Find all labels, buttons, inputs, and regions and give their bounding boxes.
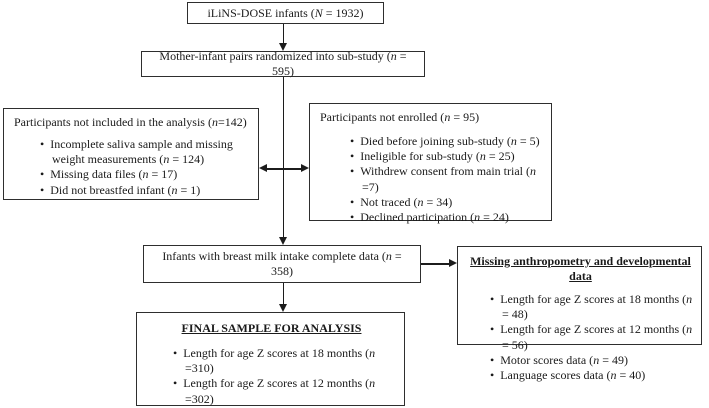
connector-exclusions — [265, 168, 304, 170]
list-item: Incomplete saliva sample and missing wei… — [40, 137, 250, 167]
connector-complete-to-final — [282, 283, 284, 305]
list-item: Language scores data (n = 40) — [490, 368, 693, 383]
box-complete-data-text: Infants with breast milk intake complete… — [162, 249, 402, 278]
list-item: Motor scores data (n =309) — [173, 407, 396, 408]
connector-randomized-to-complete — [282, 77, 284, 238]
box-missing-data-list: Length for age Z scores at 18 months (n … — [468, 292, 693, 383]
arrowhead-down-to-complete — [278, 237, 287, 245]
arrowhead-down-to-randomized — [278, 43, 287, 51]
box-ilins-dose-infants: iLiNS-DOSE infants (N = 1932) — [187, 2, 384, 24]
list-item: Declined participation (n = 24) — [350, 210, 543, 225]
list-item: Motor scores data (n = 49) — [490, 353, 693, 368]
box-randomized: Mother-infant pairs randomized into sub-… — [141, 49, 425, 78]
list-item: Missing data files (n = 17) — [40, 167, 250, 182]
arrowhead-right-to-not-enrolled — [301, 164, 309, 173]
list-item: Length for age Z scores at 12 months (n … — [490, 322, 693, 352]
box-missing-data-title: Missing anthropometry and developmental … — [470, 254, 691, 283]
box-missing-data: Missing anthropometry and developmental … — [457, 246, 702, 382]
arrowhead-left-to-not-included — [259, 164, 267, 173]
list-item: Withdrew consent from main trial (n =7) — [350, 164, 543, 194]
list-item: Length for age Z scores at 18 months (n … — [490, 292, 693, 322]
box-randomized-text: Mother-infant pairs randomized into sub-… — [159, 49, 407, 78]
box-not-enrolled-list: Died before joining sub-study (n = 5)Ine… — [320, 134, 543, 225]
list-item: Ineligible for sub-study (n = 25) — [350, 149, 543, 164]
box-final-sample-list: Length for age Z scores at 18 months (n … — [147, 346, 396, 408]
list-item: Length for age Z scores at 12 months (n … — [173, 376, 396, 406]
arrowhead-down-to-final — [278, 304, 287, 312]
box-not-included-list: Incomplete saliva sample and missing wei… — [14, 137, 250, 198]
box-complete-data: Infants with breast milk intake complete… — [143, 245, 421, 283]
box-ilins-dose-infants-text: iLiNS-DOSE infants (N = 1932) — [207, 5, 364, 20]
arrowhead-right-to-missing — [449, 259, 457, 268]
box-not-included: Participants not included in the analysi… — [3, 108, 259, 200]
box-final-sample-title: FINAL SAMPLE FOR ANALYSIS — [181, 321, 362, 335]
box-final-sample: FINAL SAMPLE FOR ANALYSIS Length for age… — [136, 312, 405, 408]
connector-complete-to-missing — [421, 263, 450, 265]
list-item: Did not breastfed infant (n = 1) — [40, 183, 250, 198]
list-item: Died before joining sub-study (n = 5) — [350, 134, 543, 149]
box-not-enrolled-title: Participants not enrolled (n = 95) — [320, 110, 480, 124]
box-not-enrolled: Participants not enrolled (n = 95) Died … — [309, 103, 552, 224]
list-item: Length for age Z scores at 18 months (n … — [173, 346, 396, 376]
connector-top-to-randomized — [282, 24, 284, 44]
box-not-included-title: Participants not included in the analysi… — [14, 115, 247, 129]
list-item: Not traced (n = 34) — [350, 195, 543, 210]
